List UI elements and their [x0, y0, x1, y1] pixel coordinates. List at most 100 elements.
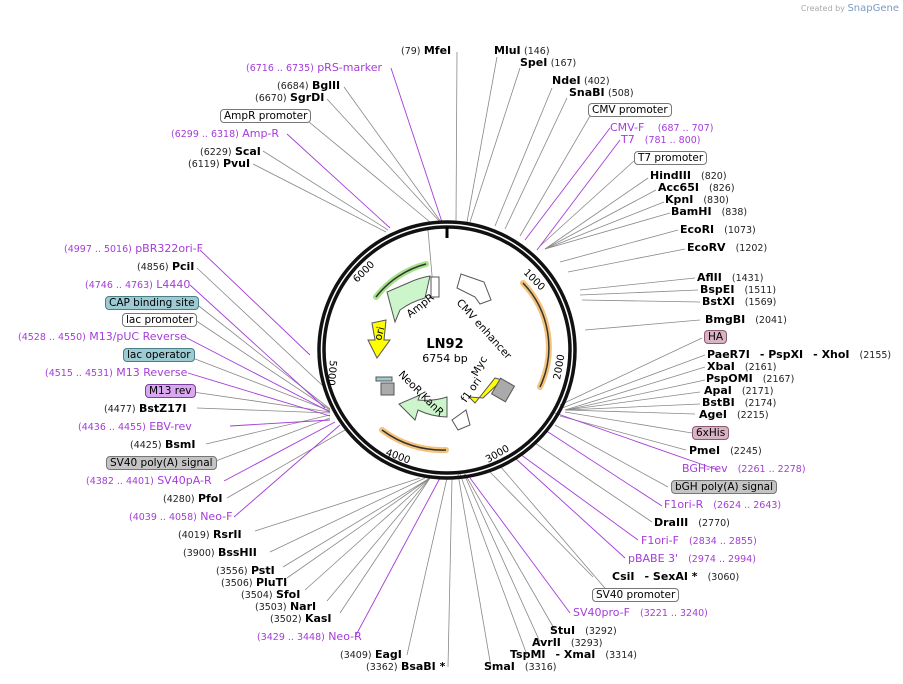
feature-sv40-polya[interactable]: SV40 poly(A) signal — [106, 456, 217, 470]
site-csii[interactable]: CsiI - SexAI * (3060) — [612, 571, 739, 584]
site-kasi[interactable]: (3502) KasI — [270, 613, 332, 626]
feature-6xhis[interactable]: 6xHis — [692, 426, 730, 440]
site-mlui[interactable]: MluI (146) — [494, 45, 550, 58]
feature-ampr-promoter[interactable]: AmpR promoter — [220, 109, 312, 123]
feature-sv40-promoter[interactable]: SV40 promoter — [592, 588, 680, 602]
position-text: (508) — [608, 88, 634, 99]
feature-m13-rev[interactable]: M13 rev — [145, 384, 196, 398]
name-text: - XhoI — [813, 348, 850, 361]
site-pcii[interactable]: (4856) PciI — [137, 261, 194, 274]
site-psti[interactable]: (3556) PstI — [216, 565, 275, 578]
bgh-polya-box — [490, 377, 516, 403]
primer-neo-r[interactable]: (3429 .. 3448) Neo-R — [257, 631, 362, 644]
site-bmgbi[interactable]: BmgBI (2041) — [705, 314, 787, 327]
site-draiii[interactable]: DraIII (2770) — [654, 517, 730, 530]
site-hindiii[interactable]: HindIII (820) — [650, 170, 727, 183]
name-text: pRS-marker — [317, 61, 383, 74]
feature-t7-promoter[interactable]: T7 promoter — [634, 151, 708, 165]
primer-f1ori-r[interactable]: F1ori-R (2624 .. 2643) — [664, 499, 781, 512]
site-bstbi[interactable]: BstBI (2174) — [702, 397, 776, 410]
site-stui[interactable]: StuI (3292) — [550, 625, 617, 638]
site-bstxi[interactable]: BstXI (1569) — [702, 296, 776, 309]
site-mfei[interactable]: (79) MfeI — [401, 45, 451, 58]
site-aflii[interactable]: AflII (1431) — [697, 272, 763, 285]
primer-amp-r[interactable]: (6299 .. 6318) Amp-R — [171, 128, 279, 141]
site-pmei[interactable]: PmeI (2245) — [689, 445, 762, 458]
name-text: Acc65I — [658, 181, 699, 194]
primer-cmv-f[interactable]: CMV-F (687 .. 707) — [610, 122, 713, 135]
site-bspei[interactable]: BspEI (1511) — [700, 284, 776, 297]
primer-neo-f[interactable]: (4039 .. 4058) Neo-F — [129, 511, 232, 524]
site-ecori[interactable]: EcoRI (1073) — [680, 224, 756, 237]
sv40-promoter-arrow — [451, 409, 471, 431]
site-smai[interactable]: SmaI (3316) — [484, 661, 557, 674]
name-text: SV40pro-F — [573, 606, 630, 619]
credit: Created by SnapGene — [801, 3, 899, 14]
site-pspomi[interactable]: PspOMI (2167) — [706, 373, 794, 386]
feature-bgh-polya[interactable]: bGH poly(A) signal — [671, 480, 778, 494]
name-text: L4440 — [156, 278, 191, 291]
primer-sv40pa-r[interactable]: (4382 .. 4401) SV40pA-R — [86, 475, 212, 488]
site-apai[interactable]: ApaI (2171) — [704, 385, 774, 398]
feature-ha[interactable]: HA — [704, 330, 728, 344]
site-pfoi[interactable]: (4280) PfoI — [163, 493, 222, 506]
name-text: SmaI — [484, 660, 515, 673]
name-text: BstBI — [702, 396, 735, 409]
orf-arc-bottom-line — [381, 429, 447, 451]
site-bsshii[interactable]: (3900) BssHII — [183, 547, 257, 560]
site-paer7i[interactable]: PaeR7I - PspXI - XhoI (2155) — [707, 349, 891, 362]
position-text: (2041) — [755, 315, 787, 326]
site-acc65i[interactable]: Acc65I (826) — [658, 182, 735, 195]
site-nari[interactable]: (3503) NarI — [255, 601, 316, 614]
feature-lac-promoter[interactable]: lac promoter — [122, 313, 198, 327]
name-text: EcoRI — [680, 223, 715, 236]
site-pvui[interactable]: (6119) PvuI — [188, 158, 250, 171]
name-text: Neo-F — [200, 510, 233, 523]
primer-m13-puc-reverse[interactable]: (4528 .. 4550) M13/pUC Reverse — [18, 331, 187, 344]
primer-prs-marker[interactable]: (6716 .. 6735) pRS-marker — [246, 62, 382, 75]
primer-l4440[interactable]: (4746 .. 4763) L4440 — [85, 279, 190, 292]
position-text: (6684) — [277, 81, 309, 92]
site-bsmi[interactable]: (4425) BsmI — [130, 439, 195, 452]
site-scai[interactable]: (6229) ScaI — [200, 146, 261, 159]
primer-t7[interactable]: T7 (781 .. 800) — [621, 134, 701, 147]
primer-m13-reverse[interactable]: (4515 .. 4531) M13 Reverse — [45, 367, 187, 380]
site-sfoi[interactable]: (3504) SfoI — [241, 589, 300, 602]
position-text: (4746 .. 4763) — [85, 280, 153, 291]
site-eagi[interactable]: (3409) EagI — [340, 649, 402, 662]
position-text: (4477) — [104, 404, 136, 415]
primer-f1ori-f[interactable]: F1ori-F (2834 .. 2855) — [641, 535, 757, 548]
site-bamhi[interactable]: BamHI (838) — [671, 206, 747, 219]
position-text: (3292) — [585, 626, 617, 637]
site-kpni[interactable]: KpnI (830) — [665, 194, 729, 207]
position-text: (2171) — [741, 386, 774, 397]
name-text: SgrDI — [289, 91, 325, 104]
position-text: (2167) — [762, 374, 795, 385]
site-sgrdi[interactable]: (6670) SgrDI — [255, 92, 324, 105]
site-rsrii[interactable]: (4019) RsrII — [178, 529, 242, 542]
site-avrii[interactable]: AvrII (3293) — [532, 637, 603, 650]
feature-cap-binding-site[interactable]: CAP binding site — [105, 296, 199, 310]
primer-pbabe3[interactable]: pBABE 3' (2974 .. 2994) — [628, 553, 756, 566]
site-agei[interactable]: AgeI (2215) — [699, 409, 769, 422]
site-bstz17i[interactable]: (4477) BstZ17I — [104, 403, 187, 416]
primer-sv40pro-f[interactable]: SV40pro-F (3221 .. 3240) — [573, 607, 708, 620]
primer-pbr322ori-f[interactable]: (4997 .. 5016) pBR322ori-F — [64, 243, 203, 256]
site-xbai[interactable]: XbaI (2161) — [707, 361, 776, 374]
site-ecorv[interactable]: EcoRV (1202) — [687, 242, 767, 255]
site-bglii[interactable]: (6684) BglII — [277, 80, 340, 93]
primer-bgh-rev[interactable]: BGH-rev (2261 .. 2278) — [682, 463, 806, 476]
position-text: (2161) — [744, 362, 777, 373]
feature-cmv-promoter[interactable]: CMV promoter — [588, 103, 672, 117]
site-spei[interactable]: SpeI (167) — [520, 57, 576, 70]
site-snabi[interactable]: SnaBI (508) — [569, 87, 634, 100]
site-pluti[interactable]: (3506) PluTI — [221, 577, 287, 590]
name-text: M13/pUC Reverse — [89, 330, 187, 343]
site-tspmi[interactable]: TspMI - XmaI (3314) — [510, 649, 637, 662]
position-text: (687 .. 707) — [657, 123, 714, 134]
site-ndei[interactable]: NdeI (402) — [552, 75, 610, 88]
site-bsabi[interactable]: (3362) BsaBI * — [366, 661, 445, 674]
primer-ebv-rev[interactable]: (4436 .. 4455) EBV-rev — [78, 421, 192, 434]
feature-lac-operator[interactable]: lac operator — [123, 348, 195, 362]
